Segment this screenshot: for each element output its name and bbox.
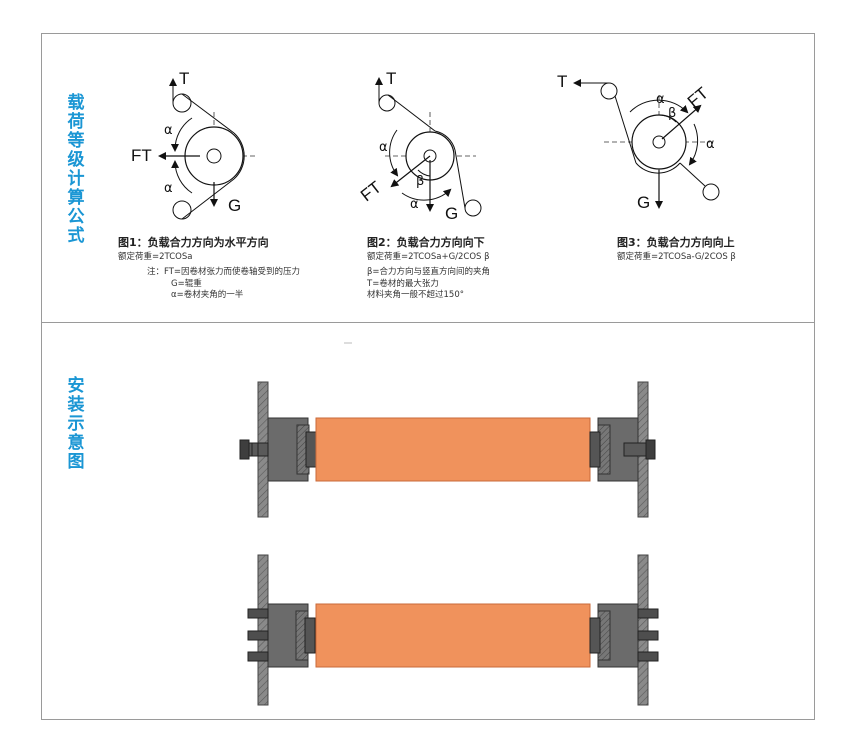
right-bolt <box>637 630 659 641</box>
label-FT: FT <box>131 146 152 165</box>
figure-1-caption: 图1：负载合力方向为水平方向 <box>118 235 269 249</box>
label-alpha: α <box>164 181 173 196</box>
right-bolt <box>637 608 659 619</box>
label-beta: β <box>668 106 676 121</box>
left-bolt <box>247 651 269 662</box>
figure-1-note: G=辊重 <box>171 278 202 289</box>
label-FT: FT <box>357 178 385 206</box>
figure-2-caption: 图2：负载合力方向向下 <box>367 235 485 249</box>
figure-1-diagram: T FT G α α <box>131 69 258 220</box>
installation-title: 安装示意图 <box>67 376 85 472</box>
figure-1-note: 注：FT=因卷材张力而使卷轴受到的压力 <box>147 266 300 277</box>
figure-2-diagram: T FT G α α β <box>357 69 482 223</box>
label-alpha: α <box>164 123 173 138</box>
roller-body <box>315 417 591 482</box>
right-bolt <box>623 442 647 457</box>
right-bolt <box>637 651 659 662</box>
left-bolt <box>247 608 269 619</box>
load-calculation-title: 载荷等级计算公式 <box>67 93 85 246</box>
figure-1-formula: 额定荷重=2TCOSa <box>118 251 192 262</box>
label-T: T <box>557 72 567 91</box>
label-FT: FT <box>684 83 712 111</box>
figure-3-diagram: T FT G α α β <box>557 72 720 212</box>
figure-3-caption: 图3：负载合力方向向上 <box>617 235 735 249</box>
figure-1-note: α=卷材夹角的一半 <box>171 289 244 300</box>
figure-3-formula: 额定荷重=2TCOSa-G/2COS β <box>617 251 736 262</box>
label-G: G <box>228 196 241 215</box>
figure-2-note: β=合力方向与竖直方向间的夹角 <box>367 266 490 277</box>
figure-2-note: T=卷材的最大张力 <box>366 278 439 289</box>
roller-body <box>315 603 591 668</box>
label-alpha: α <box>706 137 715 152</box>
left-bolt <box>247 630 269 641</box>
label-alpha: α <box>379 140 388 155</box>
figure-captions: 图1：负载合力方向为水平方向 额定荷重=2TCOSa 注：FT=因卷材张力而使卷… <box>118 235 736 300</box>
figure-2-formula: 额定荷重=2TCOSa+G/2COS β <box>367 251 490 262</box>
installation-diagram-2 <box>247 554 659 706</box>
label-T: T <box>386 69 396 88</box>
label-alpha: α <box>656 92 665 107</box>
label-G: G <box>637 193 650 212</box>
label-beta: β <box>416 174 424 189</box>
label-G: G <box>445 204 458 223</box>
label-T: T <box>179 69 189 88</box>
installation-diagram-1 <box>239 381 656 518</box>
figure-2-note: 材料夹角一般不超过150° <box>367 289 464 300</box>
label-alpha: α <box>410 197 419 212</box>
